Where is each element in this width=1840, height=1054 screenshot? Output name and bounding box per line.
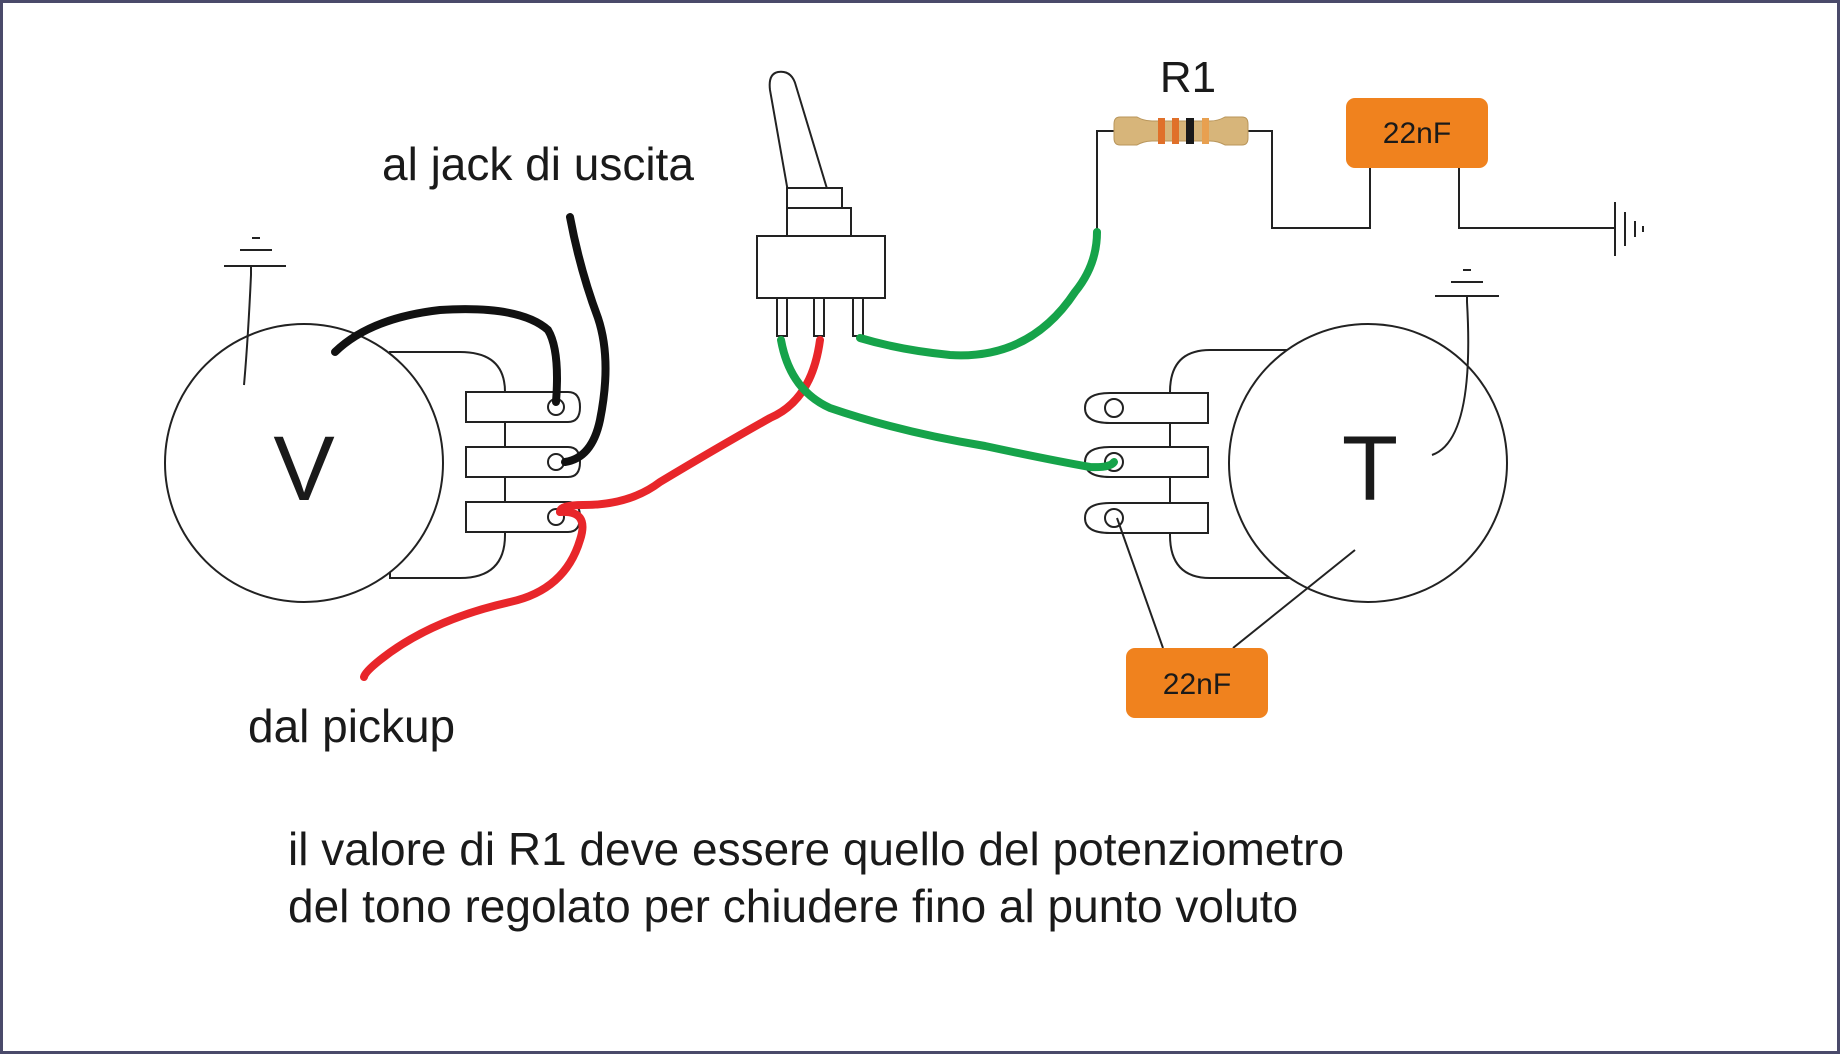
- capacitor-bottom: 22nF: [1116, 517, 1356, 718]
- green-wire-switch-to-r1: [856, 228, 1101, 360]
- resistor-band-4: [1202, 118, 1209, 144]
- resistor-band-3: [1186, 118, 1194, 144]
- toggle-pin-center: [813, 297, 825, 337]
- volume-pot: V: [164, 323, 582, 603]
- red-wire-pickup: [360, 507, 587, 681]
- toggle-pin-left: [776, 297, 788, 337]
- tone-pot: T: [1083, 323, 1508, 603]
- output-jack-label: al jack di uscita: [382, 138, 694, 190]
- tone-lug-1-hole: [1104, 398, 1124, 418]
- tone-lug-1: [1083, 392, 1209, 424]
- r1-branch: [1096, 130, 1644, 256]
- chassis-ground-icon: [1614, 202, 1644, 256]
- tone-lug-3: [1083, 502, 1209, 534]
- toggle-pin-right: [852, 297, 864, 337]
- resistor-body: [1113, 116, 1249, 146]
- black-wire-lug1-to-ground: [331, 305, 561, 406]
- resistor-band-1: [1158, 118, 1165, 144]
- capacitor-top-body: [1346, 98, 1488, 168]
- toggle-collar: [786, 207, 852, 237]
- tone-pot-label: T: [1342, 418, 1398, 520]
- toggle-body: [756, 235, 886, 299]
- capacitor-bottom-label: 22nF: [1163, 668, 1231, 701]
- pickup-label: dal pickup: [248, 700, 455, 752]
- tone-lug-2: [1083, 446, 1209, 478]
- volume-pot-body: [164, 323, 444, 603]
- red-wire-switch-to-volume: [556, 336, 824, 516]
- green-wire-switch-to-tone: [777, 336, 1118, 472]
- toggle-switch: [756, 70, 886, 337]
- toggle-collar-top: [786, 187, 843, 209]
- capacitor-top: 22nF: [1346, 98, 1488, 168]
- ground-icon: [224, 237, 286, 386]
- resistor-band-2: [1172, 118, 1179, 144]
- capacitor-top-label: 22nF: [1383, 117, 1451, 150]
- black-wire-output-jack: [561, 213, 610, 466]
- ground-icon: [1431, 269, 1499, 456]
- tone-pot-body: [1228, 323, 1508, 603]
- note-line-1: il valore di R1 deve essere quello del p…: [288, 823, 1344, 875]
- note-line-2: del tono regolato per chiudere fino al p…: [288, 880, 1298, 932]
- tone-lug-3-hole: [1104, 508, 1124, 528]
- volume-pot-label: V: [273, 418, 334, 520]
- resistor-label: R1: [1160, 53, 1216, 102]
- resistor-r1: R1: [1113, 53, 1249, 146]
- tone-pot-lugs: [1083, 392, 1209, 534]
- red-wires: [360, 336, 824, 681]
- black-wires: [331, 213, 610, 466]
- toggle-lever: [768, 70, 830, 193]
- green-wires: [777, 228, 1118, 472]
- capacitor-bottom-body: [1126, 648, 1268, 718]
